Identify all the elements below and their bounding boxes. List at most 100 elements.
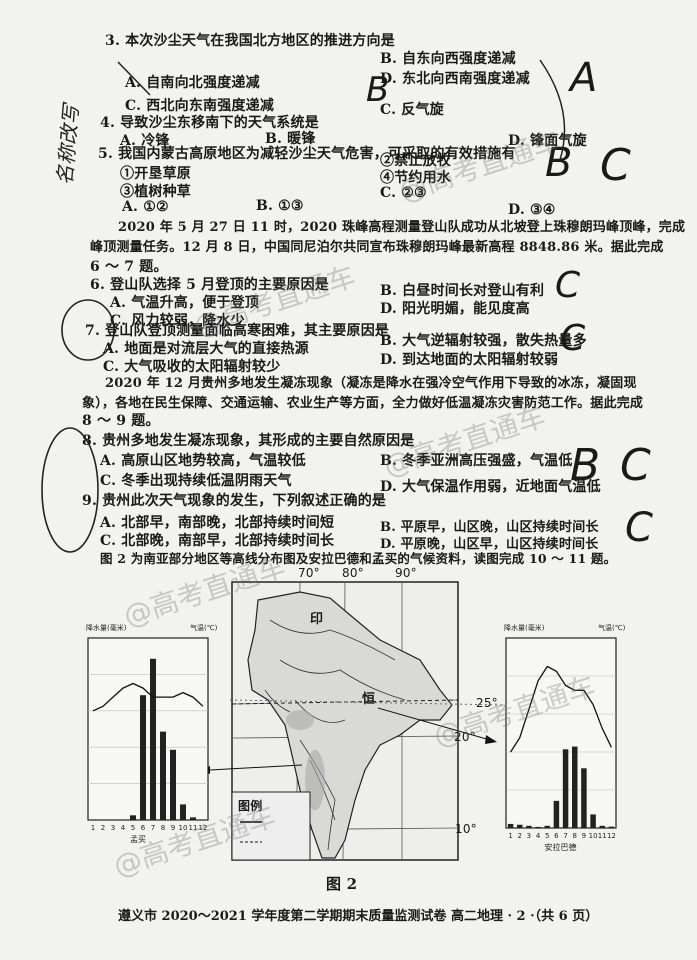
month-tick-label: 12 bbox=[607, 832, 616, 840]
city-label: 孟买 bbox=[130, 834, 146, 844]
map-lon-80: 80° bbox=[342, 566, 364, 580]
temp-axis-label: 气温(℃) bbox=[598, 623, 626, 632]
q5-opt-4: ④节约用水 bbox=[380, 170, 451, 186]
precip-bar bbox=[130, 815, 136, 820]
q5-option-c: C. ②③ bbox=[380, 185, 427, 201]
q5-opt-2: ②禁止放牧 bbox=[380, 153, 451, 169]
precip-bar bbox=[200, 819, 206, 820]
handwriting-4: B bbox=[545, 140, 573, 186]
q5-opt-3: ③植树种草 bbox=[120, 184, 191, 200]
map-legend-box bbox=[231, 791, 311, 861]
passage-6-7-line3: 6 ～ 7 题。 bbox=[90, 259, 168, 275]
q5-option-a: A. ①② bbox=[122, 199, 169, 215]
q8-option-b: B. 冬季亚洲高压强盛，气温低 bbox=[380, 453, 573, 469]
month-tick-label: 7 bbox=[151, 824, 155, 832]
q3-option-c: C. 西北向东南强度递减 bbox=[125, 98, 275, 114]
precip-bar bbox=[170, 749, 176, 820]
precip-bar bbox=[553, 800, 560, 828]
month-tick-label: 2 bbox=[101, 824, 105, 832]
month-tick-label: 4 bbox=[121, 824, 126, 832]
precip-bar bbox=[581, 768, 587, 828]
month-tick-label: 5 bbox=[545, 832, 549, 840]
q3-option-a: A. 自南向北强度递减 bbox=[125, 75, 260, 91]
handwriting-9: C bbox=[625, 505, 654, 551]
month-tick-label: 9 bbox=[582, 832, 586, 840]
q9-stem: 9. 贵州此次天气现象的发生，下列叙述正确的是 bbox=[82, 493, 387, 509]
precip-bar bbox=[90, 819, 96, 820]
map-legend-title: 图例 bbox=[238, 799, 263, 813]
month-tick-label: 3 bbox=[111, 824, 115, 832]
q6-option-d: D. 阳光明媚，能见度高 bbox=[380, 301, 530, 317]
passage-6-7-line2: 峰顶测量任务。12 月 8 日，中国同尼泊尔共同宣布珠穆朗玛峰最新高程 8848… bbox=[90, 240, 664, 255]
q8-option-d: D. 大气保温作用弱，近地面气温低 bbox=[380, 479, 601, 495]
month-tick-label: 10 bbox=[179, 824, 188, 832]
page-footer: 遵义市 2020～2021 学年度第二学期期末质量监测试卷 高二地理 · 2 ·… bbox=[118, 909, 599, 924]
q3-option-d: D. 东北向西南强度递减 bbox=[380, 71, 530, 87]
map-landmass bbox=[247, 591, 453, 859]
handwriting-1: B bbox=[366, 70, 390, 110]
map-lon-70: 70° bbox=[298, 566, 320, 580]
q4-option-a: A. 冷锋 bbox=[120, 133, 170, 149]
q4-option-c: C. 反气旋 bbox=[380, 102, 444, 118]
handwriting-3: C bbox=[600, 140, 631, 191]
q8-stem: 8. 贵州多地发生凝冻现象，其形成的主要自然原因是 bbox=[82, 433, 415, 449]
precip-bar bbox=[599, 825, 605, 828]
precip-bar bbox=[544, 825, 550, 828]
month-tick-label: 6 bbox=[141, 824, 146, 832]
handwriting-7: B bbox=[570, 440, 601, 491]
handwriting-8: C bbox=[620, 440, 651, 491]
precip-bar bbox=[590, 814, 596, 828]
q6-option-a: A. 气温升高，便于登顶 bbox=[110, 295, 260, 311]
month-tick-label: 5 bbox=[131, 824, 135, 832]
month-tick-label: 9 bbox=[171, 824, 175, 832]
q9-option-a: A. 北部早，南部晚，北部持续时间短 bbox=[100, 515, 335, 531]
month-tick-label: 2 bbox=[518, 832, 522, 840]
month-tick-label: 3 bbox=[527, 832, 531, 840]
month-tick-label: 12 bbox=[199, 824, 208, 832]
q5-option-d: D. ③④ bbox=[508, 202, 556, 218]
temperature-line bbox=[92, 682, 204, 712]
map-lat-20: 20° bbox=[454, 730, 476, 744]
q6-stem: 6. 登山队选择 5 月登顶的主要原因是 bbox=[90, 277, 329, 293]
precip-bar bbox=[190, 817, 196, 820]
q7-option-b: B. 大气逆辐射较强，散失热量多 bbox=[380, 333, 587, 349]
precip-bar bbox=[180, 804, 186, 820]
precip-bar bbox=[150, 658, 156, 820]
passage-8-9-line3: 8 ～ 9 题。 bbox=[82, 413, 160, 429]
month-tick-label: 11 bbox=[598, 832, 607, 840]
handwriting-2: A bbox=[570, 55, 598, 101]
q8-option-c: C. 冬季出现持续低温阴雨天气 bbox=[100, 473, 292, 489]
q4-option-b: B. 暖锋 bbox=[265, 131, 316, 147]
q7-stem: 7. 登山队登顶测量面临高寒困难，其主要原因是 bbox=[85, 323, 390, 339]
precip-bar bbox=[140, 695, 146, 820]
map-lon-90: 90° bbox=[395, 566, 417, 580]
city-label: 安拉巴德 bbox=[545, 842, 577, 852]
figure-caption: 图 2 bbox=[326, 875, 358, 893]
map-label-heng: 恒 bbox=[362, 692, 376, 707]
figure-intro: 图 2 为南亚部分地区等高线分布图及安拉巴德和孟买的气候资料，读图完成 10 ～… bbox=[100, 551, 617, 566]
map-label-india: 印 bbox=[310, 612, 324, 627]
q5-stem: 5. 我国内蒙古高原地区为减轻沙尘天气危害，可采取的有效措施有 bbox=[98, 146, 516, 162]
precip-bar bbox=[535, 826, 541, 828]
passage-8-9-line1: 2020 年 12 月贵州多地发生凝冻现象（凝冻是降水在强冷空气作用下导致的冰冻… bbox=[105, 376, 637, 391]
chart-plot-area bbox=[505, 637, 617, 829]
q5-option-b: B. ①③ bbox=[256, 198, 304, 214]
passage-8-9-line2: 象），各地在民生保障、交通运输、农业生产等方面，全力做好低温凝冻灾害防范工作。据… bbox=[82, 396, 644, 411]
q7-option-d: D. 到达地面的太阳辐射较弱 bbox=[380, 352, 559, 368]
month-tick-label: 1 bbox=[91, 824, 95, 832]
chart-plot-area bbox=[87, 637, 209, 821]
precip-bar bbox=[562, 749, 569, 828]
q7-option-c: C. 大气吸收的太阳辐射较少 bbox=[103, 359, 281, 375]
q3-stem: 3. 本次沙尘天气在我国北方地区的推进方向是 bbox=[105, 33, 395, 49]
precip-bar bbox=[160, 731, 166, 820]
q7-option-a: A. 地面是对流层大气的直接热源 bbox=[103, 341, 309, 357]
precip-axis-label: 降水量(毫米) bbox=[86, 623, 127, 632]
month-tick-label: 1 bbox=[508, 832, 512, 840]
precip-bar bbox=[526, 825, 532, 828]
q9-option-c: C. 北部晚，南部早，北部持续时间长 bbox=[100, 533, 335, 549]
precip-bar bbox=[120, 819, 126, 820]
q3-option-b: B. 自东向西强度递减 bbox=[380, 51, 516, 67]
